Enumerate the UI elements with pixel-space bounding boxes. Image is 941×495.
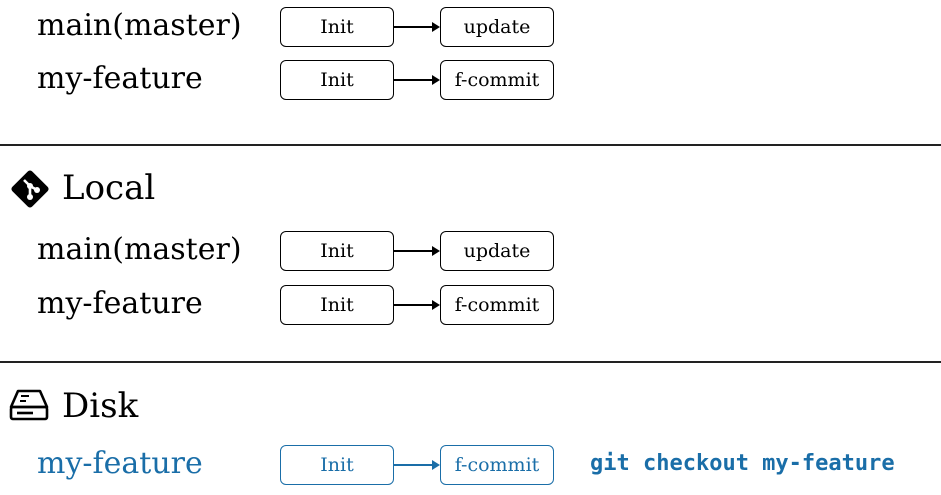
local-section-title: Local — [62, 168, 156, 208]
local-feature-branch-label: my-feature — [37, 286, 203, 321]
git-logo-icon — [11, 170, 49, 208]
section-divider-1 — [0, 144, 941, 146]
disk-feature-arrow — [394, 460, 440, 470]
remote-feature-branch-label: my-feature — [37, 61, 203, 96]
local-feature-init-commit: Init — [280, 285, 394, 325]
hard-drive-icon — [9, 389, 49, 421]
local-main-arrow — [394, 246, 440, 256]
remote-main-update-commit: update — [440, 7, 554, 47]
local-main-update-commit: update — [440, 231, 554, 271]
local-feature-fcommit-commit: f-commit — [440, 285, 554, 325]
local-feature-arrow — [394, 300, 440, 310]
remote-feature-arrow — [394, 75, 440, 85]
remote-main-branch-label: main(master) — [37, 8, 242, 43]
disk-feature-branch-label: my-feature — [37, 446, 203, 481]
remote-feature-init-commit: Init — [280, 60, 394, 100]
remote-feature-fcommit-commit: f-commit — [440, 60, 554, 100]
remote-main-init-commit: Init — [280, 7, 394, 47]
disk-fcommit-commit: f-commit — [440, 445, 554, 485]
remote-main-arrow — [394, 22, 440, 32]
disk-section-title: Disk — [62, 386, 139, 426]
git-checkout-command: git checkout my-feature — [590, 451, 895, 476]
disk-init-commit: Init — [280, 445, 394, 485]
section-divider-2 — [0, 361, 941, 363]
local-main-init-commit: Init — [280, 231, 394, 271]
local-main-branch-label: main(master) — [37, 232, 242, 267]
